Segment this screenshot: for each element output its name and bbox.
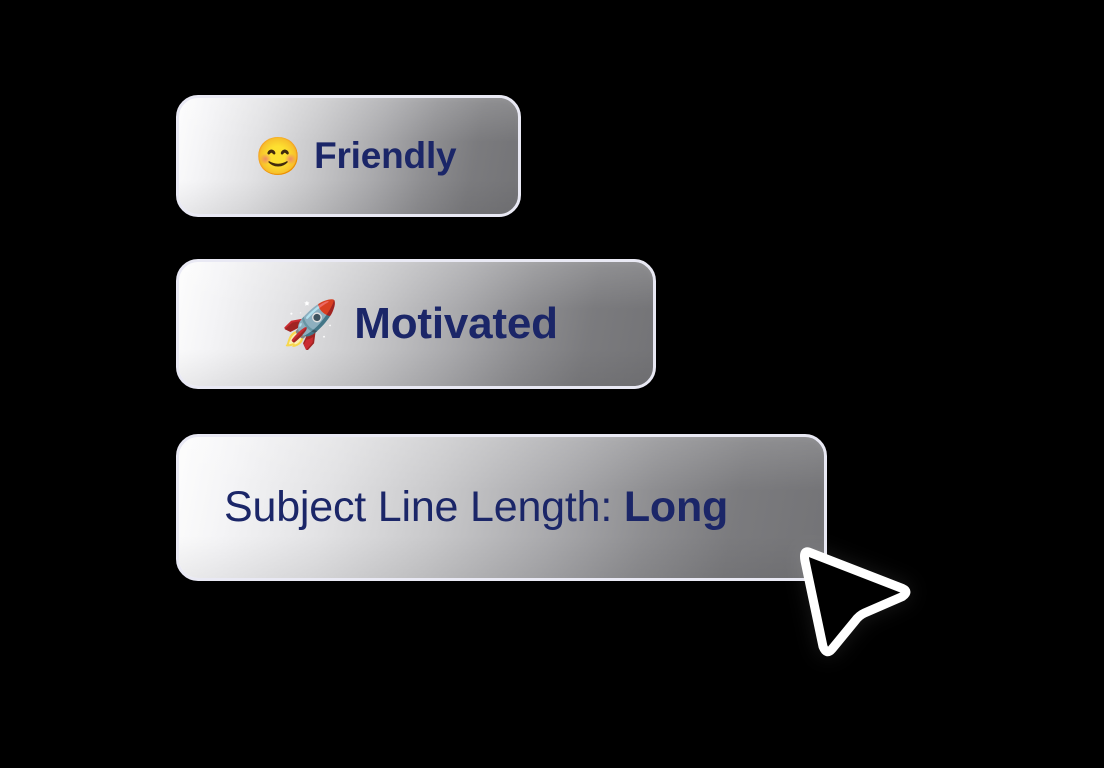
subject-line-length-label: Subject Line Length: Long [224, 483, 728, 532]
option-pill-friendly[interactable]: 😊 Friendly [176, 95, 521, 217]
option-pill-label: Friendly [314, 135, 457, 176]
option-pill-label: Motivated [354, 299, 558, 348]
rocket-emoji: 🚀 [281, 298, 339, 350]
subject-line-length-value: Long [623, 483, 729, 531]
option-pill-subject-line-length[interactable]: Subject Line Length: Long [176, 434, 827, 581]
smiling-face-with-smiling-eyes-emoji: 😊 [255, 135, 302, 177]
subject-line-length-prefix: Subject Line Length: [224, 483, 613, 531]
option-pill-motivated[interactable]: 🚀 Motivated [176, 259, 656, 389]
